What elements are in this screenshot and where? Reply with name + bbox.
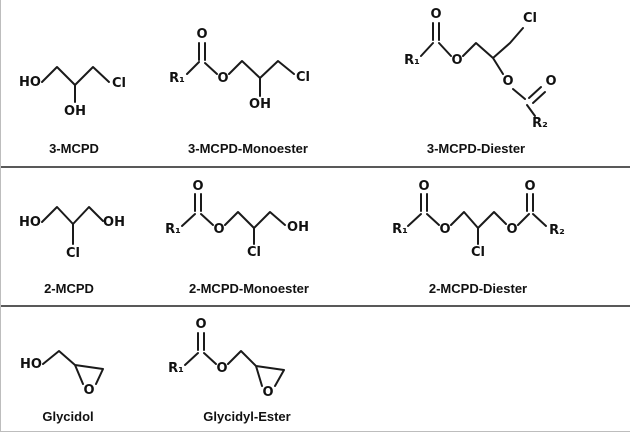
atom-r1: R₁: [165, 222, 181, 237]
atom-epoxide-o: O: [262, 385, 273, 400]
structure-label-3-mcpd: 3-MCPD: [49, 141, 99, 156]
atom-cl: Cl: [247, 245, 261, 260]
2-mcpd-monoester-drawing: O R₁ O Cl OH: [165, 179, 309, 260]
atom-epoxide-o: O: [83, 383, 94, 398]
bonds: [407, 193, 547, 245]
atom-r2: R₂: [549, 223, 565, 238]
bonds: [181, 193, 286, 245]
atom-cl: Cl: [296, 70, 310, 85]
3-mcpd-drawing: HO OH Cl: [19, 66, 126, 119]
atom-ester-o: O: [217, 71, 228, 86]
2-mcpd-diester-drawing: O R₁ O Cl O O R₂: [392, 179, 565, 260]
atom-carbonyl-o-1: O: [430, 7, 441, 22]
atom-carbonyl-o: O: [192, 179, 203, 194]
structure-glycidyl-ester: O R₁ O O: [164, 316, 314, 408]
structure-3-mcpd: HO OH Cl: [17, 52, 137, 122]
2-mcpd-drawing: HO Cl OH: [19, 206, 125, 261]
atom-ester-o-1: O: [439, 222, 450, 237]
row-divider-2: [1, 305, 630, 307]
3-mcpd-monoester-drawing: O R₁ O OH Cl: [169, 27, 310, 112]
glycidyl-ester-drawing: O R₁ O O: [168, 317, 285, 400]
atom-ester-o-2: O: [502, 74, 513, 89]
atom-cl: Cl: [112, 76, 126, 91]
atom-r1: R₁: [169, 71, 185, 86]
atom-ester-o-2: O: [506, 222, 517, 237]
bonds: [184, 332, 285, 387]
structure-3-mcpd-diester: O R₁ O Cl O O R₂: [399, 6, 584, 138]
3-mcpd-diester-drawing: O R₁ O Cl O O R₂: [404, 7, 556, 131]
atom-r1: R₁: [392, 222, 408, 237]
atom-carbonyl-o-2: O: [545, 74, 556, 89]
structure-label-2-mcpd-monoester: 2-MCPD-Monoester: [189, 281, 309, 296]
atom-ester-o-1: O: [451, 53, 462, 68]
atom-ho: HO: [19, 75, 41, 90]
bonds: [42, 350, 104, 385]
atom-ester-o: O: [216, 361, 227, 376]
structure-2-mcpd-diester: O R₁ O Cl O O R₂: [389, 178, 574, 263]
bonds: [186, 42, 295, 97]
row-divider-1: [1, 166, 630, 168]
atom-ester-o: O: [213, 222, 224, 237]
bonds: [41, 66, 110, 103]
bonds: [420, 22, 546, 117]
atom-oh: OH: [249, 97, 271, 112]
atom-r2: R₂: [532, 116, 548, 131]
atom-oh: OH: [103, 215, 125, 230]
atom-oh: OH: [64, 104, 86, 119]
atom-carbonyl-o: O: [195, 317, 206, 332]
atom-carbonyl-o: O: [196, 27, 207, 42]
atom-r1: R₁: [168, 361, 184, 376]
structure-label-2-mcpd-diester: 2-MCPD-Diester: [428, 281, 528, 296]
atom-carbonyl-o-1: O: [418, 179, 429, 194]
structure-label-2-mcpd: 2-MCPD: [44, 281, 94, 296]
atom-cl: Cl: [66, 246, 80, 261]
structure-label-glycidol: Glycidol: [42, 409, 94, 424]
bonds: [41, 206, 104, 245]
atom-cl: Cl: [471, 245, 485, 260]
structure-label-glycidyl-ester: Glycidyl-Ester: [203, 409, 291, 424]
structure-3-mcpd-monoester: O R₁ O OH Cl: [164, 26, 314, 121]
glycidol-drawing: HO O: [20, 350, 104, 398]
structure-label-3-mcpd-diester: 3-MCPD-Diester: [426, 141, 526, 156]
atom-carbonyl-o-2: O: [524, 179, 535, 194]
atom-r1: R₁: [404, 53, 420, 68]
atom-ho: HO: [20, 357, 42, 372]
structure-2-mcpd-monoester: O R₁ O Cl OH: [161, 178, 309, 263]
structure-label-3-mcpd-monoester: 3-MCPD-Monoester: [188, 141, 308, 156]
atom-oh: OH: [287, 220, 309, 235]
atom-cl: Cl: [523, 11, 537, 26]
structure-2-mcpd: HO Cl OH: [17, 194, 127, 262]
structure-glycidol: HO O: [17, 338, 132, 400]
atom-ho: HO: [19, 215, 41, 230]
